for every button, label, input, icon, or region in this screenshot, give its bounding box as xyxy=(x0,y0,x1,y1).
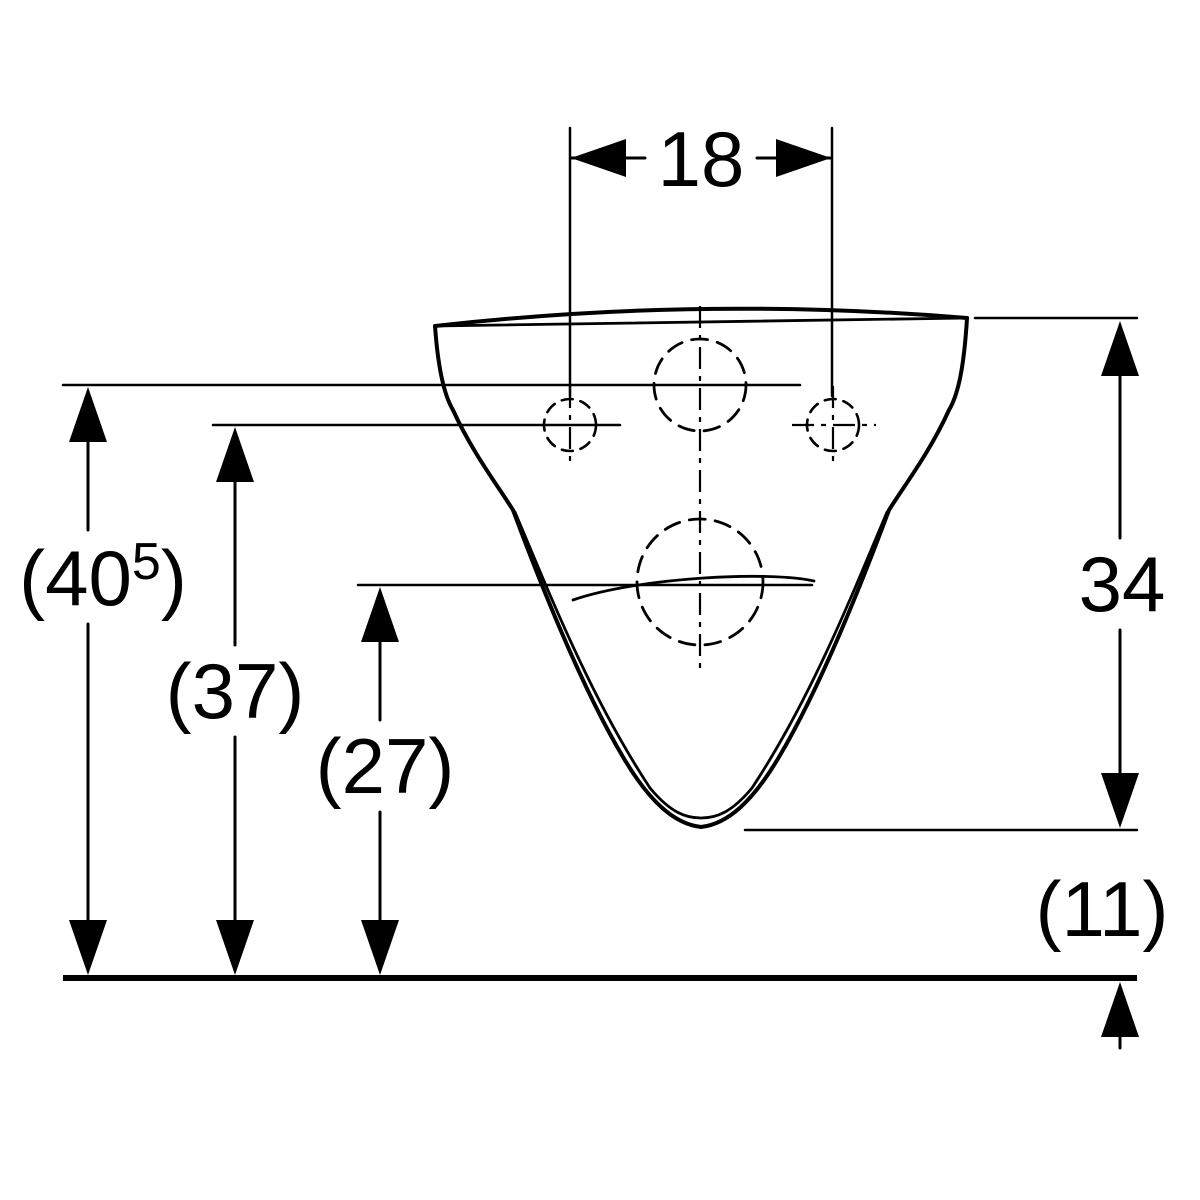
dim-rim-height: (37) xyxy=(166,427,305,975)
dim-label-37: (37) xyxy=(166,647,305,735)
arrowhead-up-icon xyxy=(69,387,107,442)
body-silhouette xyxy=(433,316,969,829)
arrowhead-up-icon xyxy=(216,427,254,482)
dim-body-height: 34 xyxy=(1079,321,1166,828)
arrowhead-up-icon xyxy=(1101,982,1139,1037)
arrowhead-right-icon xyxy=(776,139,831,177)
arrowhead-up-icon xyxy=(1101,321,1139,376)
dim-top-width: 18 xyxy=(568,115,834,398)
arrowhead-down-icon xyxy=(1101,773,1139,828)
arrowhead-down-icon xyxy=(216,920,254,975)
mounting-holes xyxy=(542,306,876,670)
arrowhead-left-icon xyxy=(571,139,626,177)
dim-label-40-5: (405) xyxy=(19,533,187,622)
bowl-waterline xyxy=(571,574,816,602)
arrowhead-down-icon xyxy=(69,920,107,975)
dim-label-34: 34 xyxy=(1079,540,1166,628)
dim-label-27: (27) xyxy=(316,722,455,810)
dim-label-11: (11) xyxy=(1036,865,1169,953)
dim-floor-offset: (11) xyxy=(1036,865,1169,1050)
reference-lines xyxy=(61,316,1139,832)
arrowhead-down-icon xyxy=(361,920,399,975)
bowl-inner-right xyxy=(750,510,889,790)
arrowhead-up-icon xyxy=(361,587,399,642)
dim-overall-height: (405) xyxy=(19,387,187,975)
dim-label-18: 18 xyxy=(658,115,745,203)
dim-outlet-height: (27) xyxy=(316,587,455,975)
bowl-inner-left xyxy=(513,510,652,790)
trap-outline xyxy=(648,786,754,820)
